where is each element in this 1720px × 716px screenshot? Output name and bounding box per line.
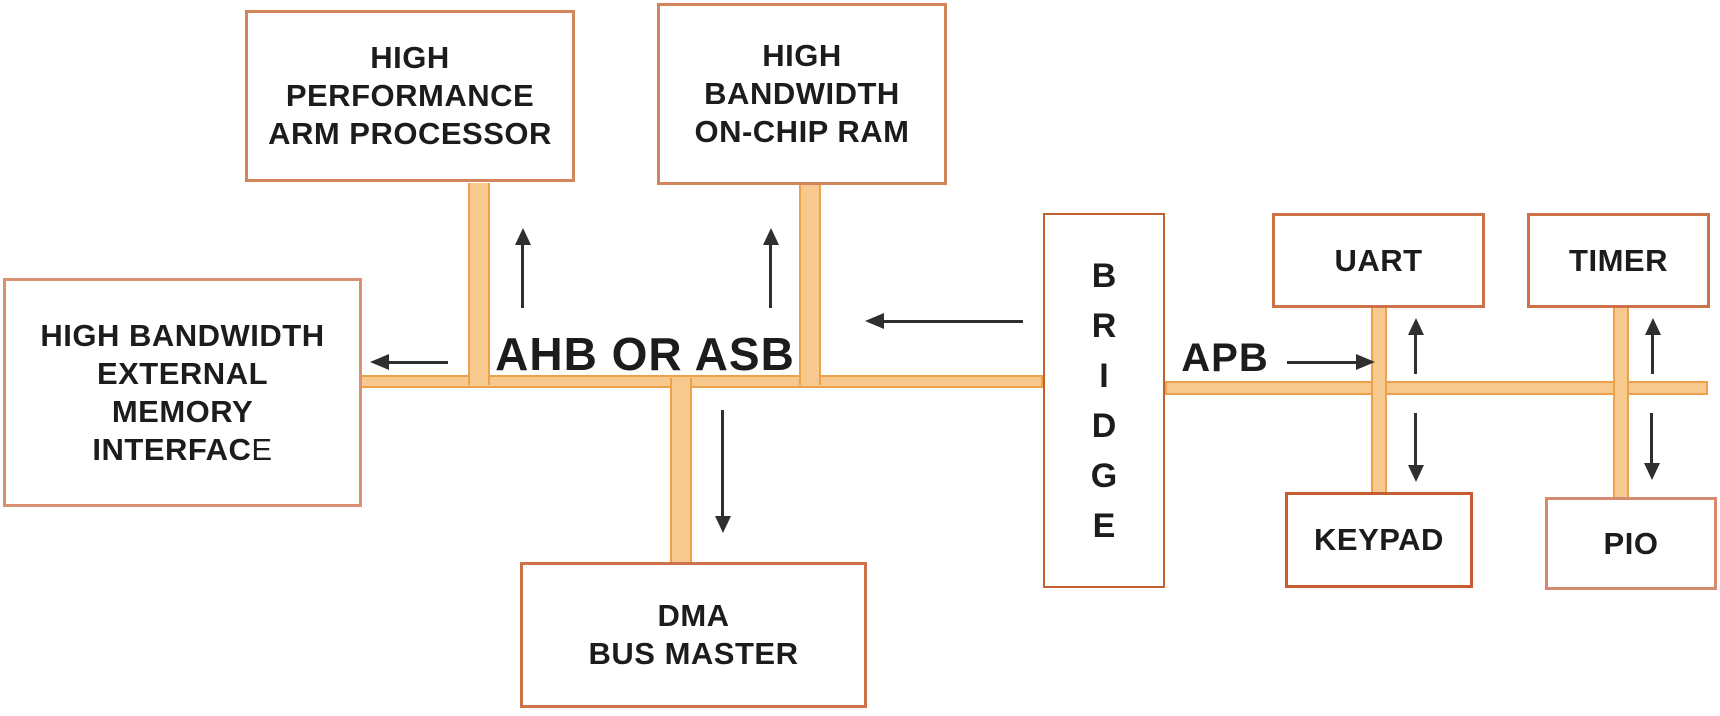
arrow-down-bus-to-pio-icon [1643,413,1660,480]
arrow-down-bus-to-dma-icon [714,410,731,533]
arrow-head [1644,318,1661,335]
node-external-memory-interface: HIGH BANDWIDTH EXTERNAL MEMORY INTERFACE [3,278,362,507]
apb-bus-label: APB [1181,336,1269,380]
node-uart: UART [1272,213,1485,308]
arrow-head [714,516,731,533]
arrow-head [1407,465,1424,482]
node-timer: TIMER [1527,213,1710,308]
pipe-uart-keypad [1371,308,1387,492]
arrow-left-bus-to-memory-interface-icon [370,353,448,371]
arrow-head [514,228,531,245]
onchip-ram-label: HIGH BANDWIDTH ON-CHIP RAM [694,38,910,149]
external-memory-interface-label-suffix: E [251,431,273,467]
node-dma-bus-master: DMA BUS MASTER [520,562,867,708]
keypad-label: KEYPAD [1314,522,1444,557]
arrow-head [865,313,884,329]
arrow-head [762,228,779,245]
node-bridge: B R I D G E [1043,213,1165,588]
arrow-shaft [769,245,772,308]
arrow-head [1407,318,1424,335]
arrow-right-apb-to-bus-icon [1287,353,1375,371]
dma-bus-master-label: DMA BUS MASTER [588,598,799,671]
external-memory-interface-label: HIGH BANDWIDTH EXTERNAL MEMORY INTERFACE [40,317,324,469]
arrow-shaft [389,360,448,364]
uart-label: UART [1334,242,1423,278]
external-memory-interface-label-main: HIGH BANDWIDTH EXTERNAL MEMORY INTERFAC [40,317,325,467]
arrow-shaft [521,245,524,308]
arm-processor-label: HIGH PERFORMANCE ARM PROCESSOR [268,40,552,151]
arrow-down-bus-to-keypad-icon [1407,413,1424,482]
node-onchip-ram: HIGH BANDWIDTH ON-CHIP RAM [657,3,947,185]
bridge-label: B R I D G E [1090,256,1118,545]
arrow-up-bus-to-timer-icon [1644,318,1661,374]
arrow-head [1643,463,1660,480]
node-arm-processor: HIGH PERFORMANCE ARM PROCESSOR [245,10,575,182]
pipe-timer-pio [1613,308,1629,497]
pipe-dma-bus-master [670,378,692,562]
node-keypad: KEYPAD [1285,492,1473,588]
pipe-arm-processor [468,183,490,385]
arrow-shaft [1414,335,1417,374]
arrow-up-bus-to-arm-icon [514,228,531,308]
arrow-up-bus-to-uart-icon [1407,318,1424,374]
node-pio: PIO [1545,497,1717,590]
apb-bus-line [1165,381,1708,395]
pipe-onchip-ram [799,185,821,385]
arrow-up-bus-to-ram-icon [762,228,779,308]
arrow-shaft [721,410,724,516]
arrow-left-bridge-to-ahb-icon [865,312,1023,330]
arrow-head [370,354,389,370]
arrow-shaft [1650,413,1653,463]
timer-label: TIMER [1569,242,1668,278]
arrow-shaft [1287,360,1356,364]
pio-label: PIO [1603,525,1659,561]
arrow-head [1356,354,1375,370]
arrow-shaft [884,319,1023,323]
arrow-shaft [1651,335,1654,374]
arrow-shaft [1414,413,1417,465]
ahb-bus-label: AHB OR ASB [495,328,795,380]
